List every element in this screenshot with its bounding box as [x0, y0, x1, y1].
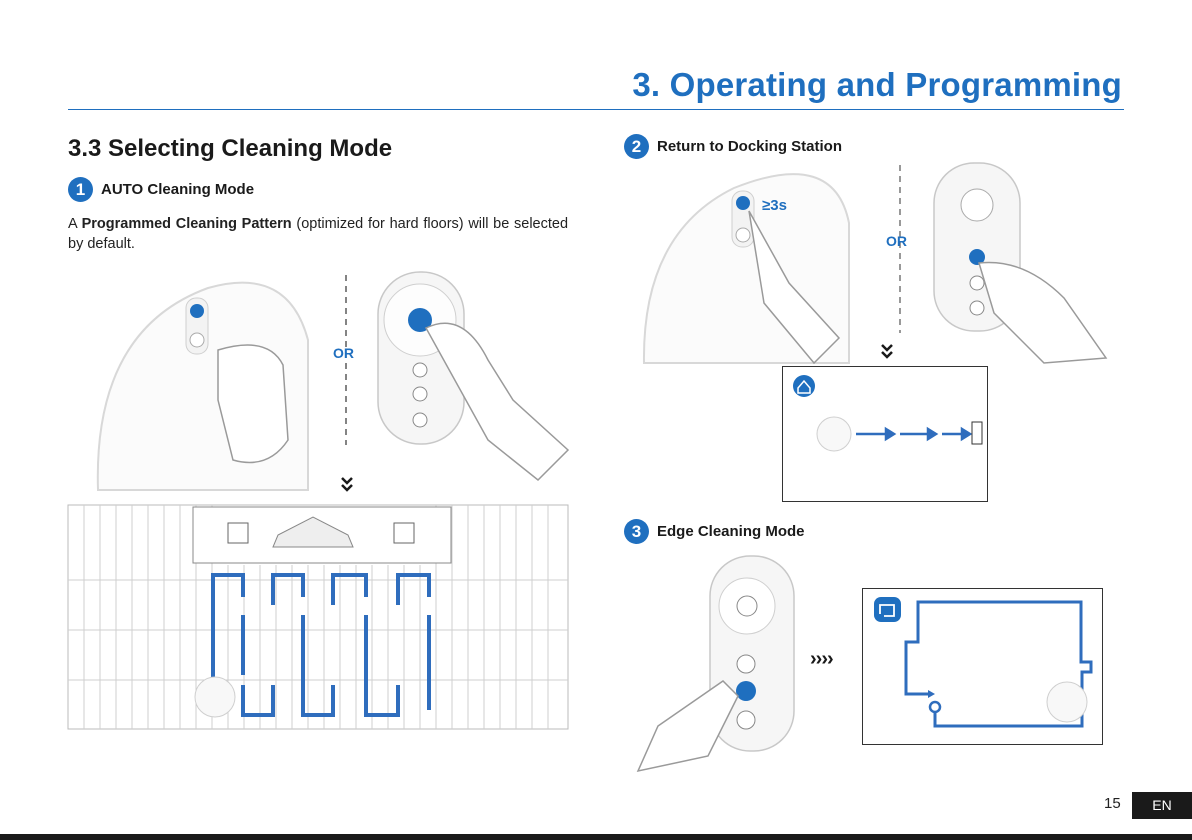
docking-station-icon	[972, 422, 982, 444]
edge-icon	[736, 681, 756, 701]
spot-icon	[190, 333, 204, 347]
spot-clean-icon	[413, 413, 427, 427]
play-pause-icon	[961, 189, 993, 221]
section-title: 3.3 Selecting Cleaning Mode	[68, 135, 392, 163]
home-icon	[413, 363, 427, 377]
edge-mode-remote-illustration	[638, 556, 798, 771]
spot-clean-icon	[737, 711, 755, 729]
step-1-badge: 1	[68, 177, 93, 202]
edge-icon	[413, 387, 427, 401]
description-prefix: A	[68, 216, 82, 232]
robot-vacuum-icon	[1047, 682, 1087, 722]
robot-vacuum-icon	[817, 417, 851, 451]
robot-vacuum-icon	[195, 677, 235, 717]
step-3-badge: 3	[624, 519, 649, 544]
header-divider	[68, 109, 1124, 110]
play-pause-icon	[737, 596, 757, 616]
hand-icon	[638, 681, 738, 771]
step-2-badge: 2	[624, 134, 649, 159]
double-chevron-down-icon	[340, 476, 354, 492]
spot-clean-icon	[970, 301, 984, 315]
step-3-title: Edge Cleaning Mode	[657, 523, 805, 540]
docking-path-diagram	[782, 366, 988, 502]
page-header-title: 3. Operating and Programming	[632, 66, 1122, 104]
or-label: OR	[333, 345, 354, 361]
or-label: OR	[886, 233, 907, 249]
bottom-bar	[0, 834, 1192, 840]
hand-icon	[979, 262, 1106, 363]
power-icon	[190, 304, 204, 318]
spot-icon	[736, 228, 750, 242]
double-chevron-down-icon	[880, 343, 894, 359]
edge-path-diagram	[862, 588, 1103, 745]
hold-duration-label: ≥3s	[762, 197, 787, 214]
return-dock-illustration	[624, 163, 1106, 363]
start-point-marker	[930, 702, 940, 712]
edge-icon	[970, 276, 984, 290]
description-bold: Programmed Cleaning Pattern	[82, 216, 292, 232]
language-tab: EN	[1132, 792, 1192, 819]
cleaning-pattern-diagram	[68, 505, 568, 729]
sequence-arrows: ››››	[810, 648, 833, 671]
step-1-title: AUTO Cleaning Mode	[101, 181, 254, 198]
auto-mode-illustration	[68, 270, 568, 495]
page-number: 15	[1104, 795, 1121, 812]
power-icon	[736, 196, 750, 210]
home-icon	[737, 655, 755, 673]
hand-icon	[218, 345, 288, 463]
step-2-title: Return to Docking Station	[657, 138, 842, 155]
edge-icon	[874, 597, 901, 622]
auto-mode-description: A Programmed Cleaning Pattern (optimized…	[68, 214, 568, 254]
